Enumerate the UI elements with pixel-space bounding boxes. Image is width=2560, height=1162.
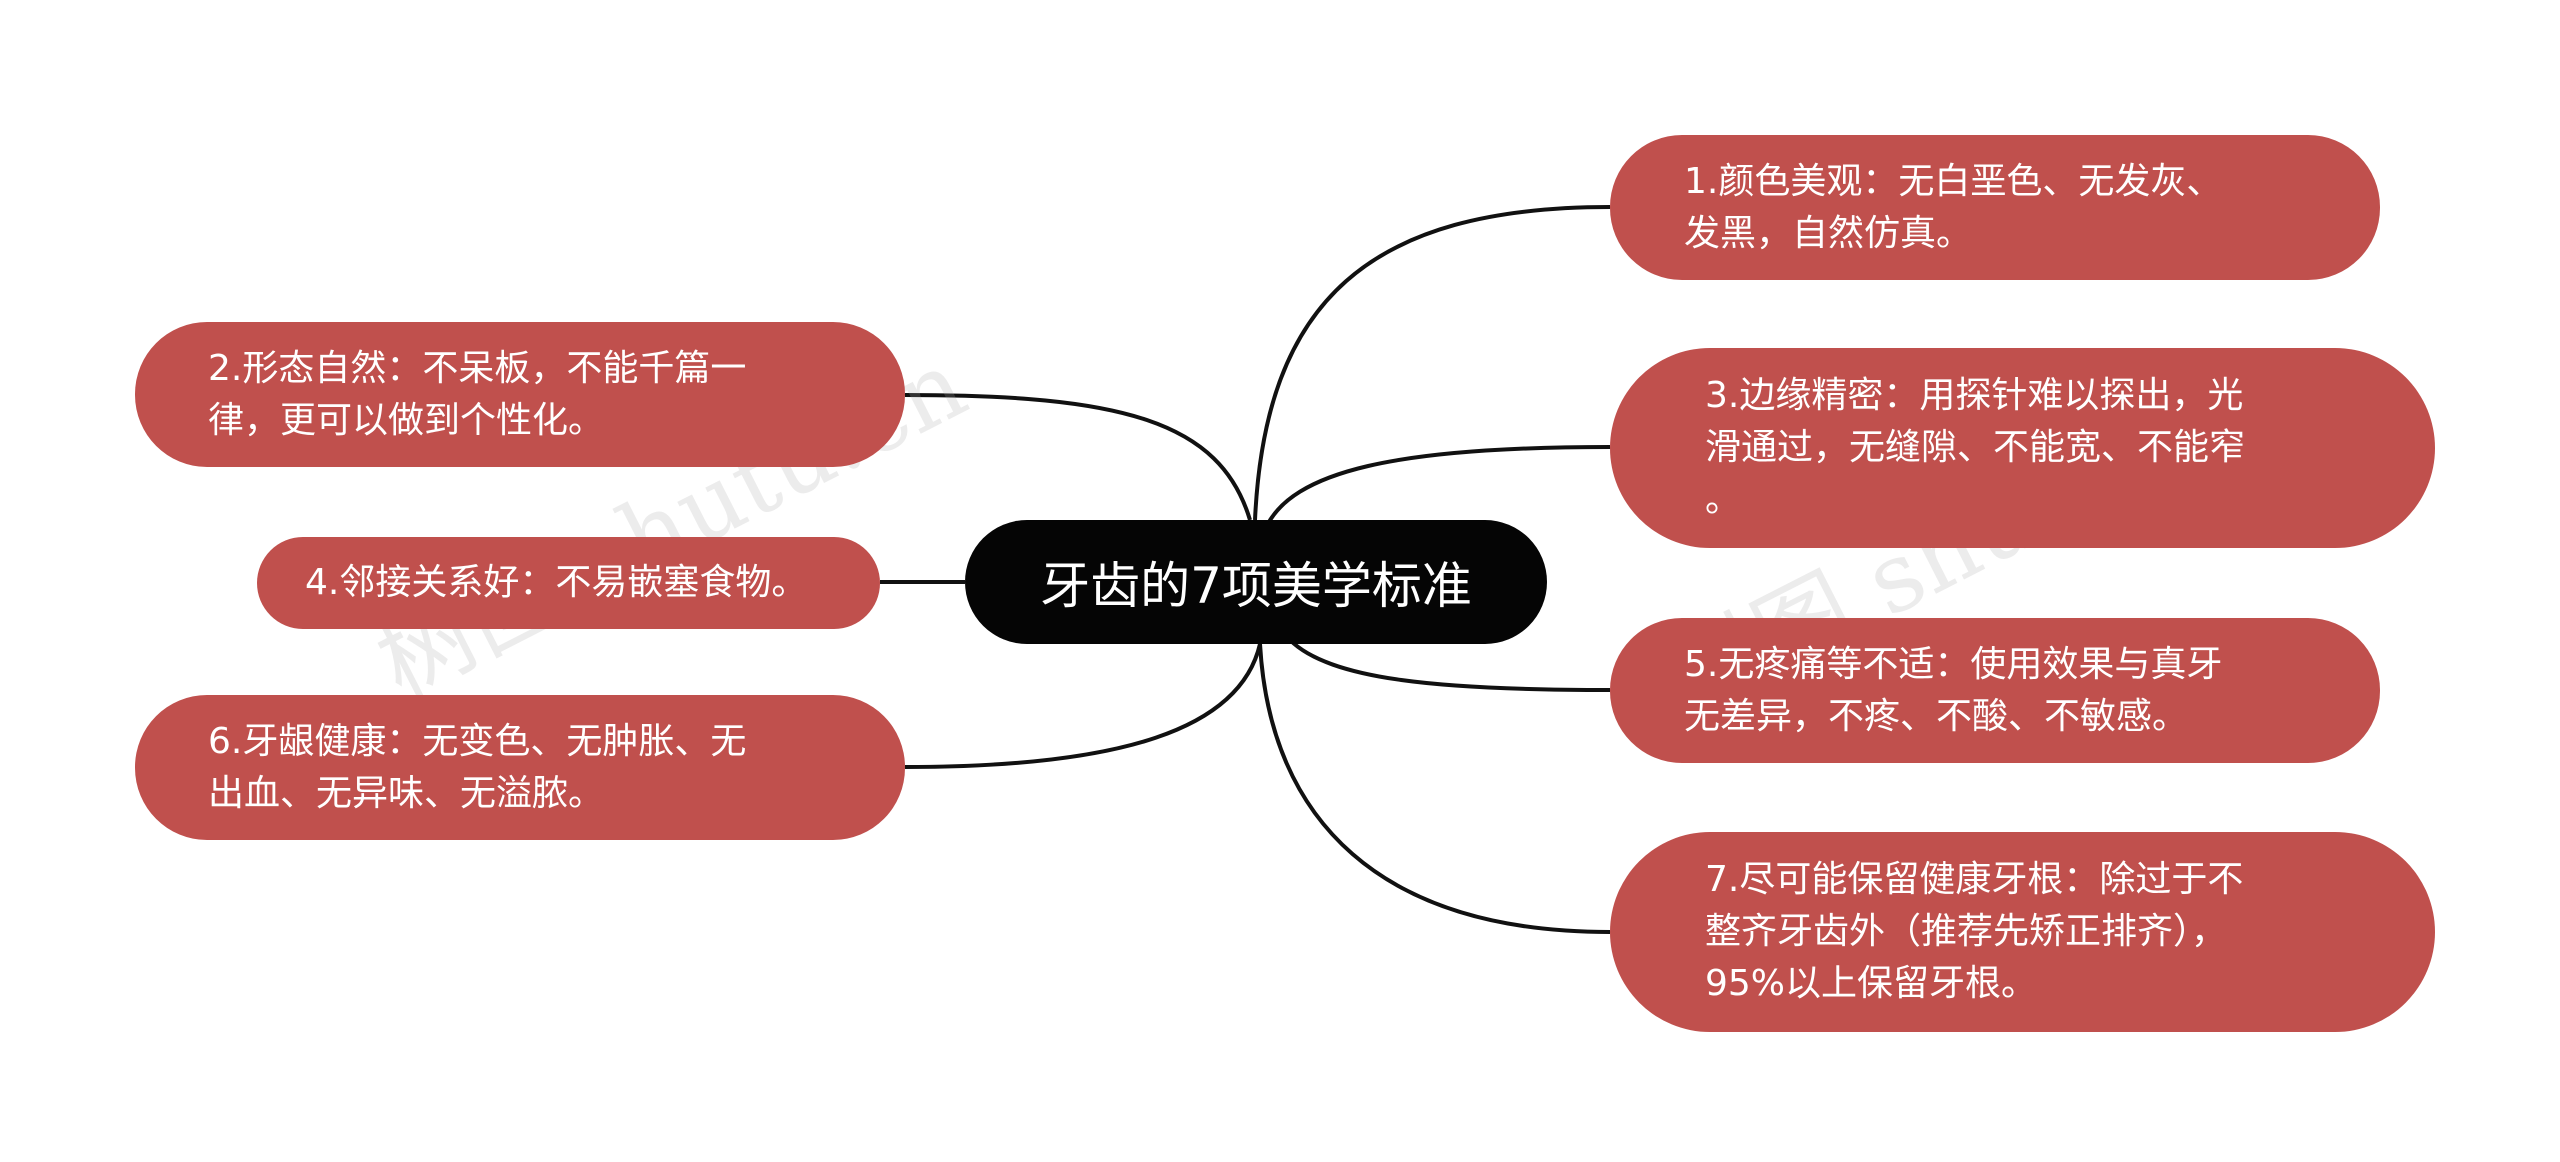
branch-node-4[interactable]: 4.邻接关系好：不易嵌塞食物。: [257, 537, 880, 629]
connector-n7: [1258, 643, 1611, 934]
branch-node-7[interactable]: 7.尽可能保留健康牙根：除过于不 整齐牙齿外（推荐先矫正排齐）， 95%以上保留…: [1610, 832, 2435, 1032]
branch-node-2[interactable]: 2.形态自然：不呆板，不能千篇一 律，更可以做到个性化。: [135, 322, 905, 467]
branch-node-1[interactable]: 1.颜色美观：无白垩色、无发灰、 发黑，自然仿真。: [1610, 135, 2380, 280]
branch-node-6-label: 6.牙龈健康：无变色、无肿胀、无 出血、无异味、无溢脓。: [208, 720, 747, 814]
branch-node-4-label: 4.邻接关系好：不易嵌塞食物。: [305, 562, 808, 603]
branch-node-3-label: 3.边缘精密：用探针难以探出，光 滑通过，无缝隙、不能宽、不能窄 。: [1705, 375, 2246, 520]
branch-node-5-label: 5.无疼痛等不适：使用效果与真牙 无差异，不疼、不酸、不敏感。: [1684, 643, 2223, 737]
branch-node-7-label: 7.尽可能保留健康牙根：除过于不 整齐牙齿外（推荐先矫正排齐）， 95%以上保留…: [1705, 859, 2244, 1004]
connector-n1: [1253, 205, 1611, 521]
connector-n3: [1263, 445, 1611, 531]
branch-node-2-label: 2.形态自然：不呆板，不能千篇一 律，更可以做到个性化。: [208, 347, 747, 441]
connector-n2: [904, 393, 1252, 521]
connector-n5: [1288, 638, 1611, 692]
central-topic-label: 牙齿的7项美学标准: [1040, 557, 1472, 615]
central-topic[interactable]: 牙齿的7项美学标准: [965, 520, 1547, 644]
connector-n6: [904, 643, 1262, 769]
branch-node-1-label: 1.颜色美观：无白垩色、无发灰、 发黑，自然仿真。: [1684, 160, 2223, 254]
branch-node-5[interactable]: 5.无疼痛等不适：使用效果与真牙 无差异，不疼、不酸、不敏感。: [1610, 618, 2380, 763]
branch-node-6[interactable]: 6.牙龈健康：无变色、无肿胀、无 出血、无异味、无溢脓。: [135, 695, 905, 840]
branch-node-3[interactable]: 3.边缘精密：用探针难以探出，光 滑通过，无缝隙、不能宽、不能窄 。: [1610, 348, 2435, 548]
